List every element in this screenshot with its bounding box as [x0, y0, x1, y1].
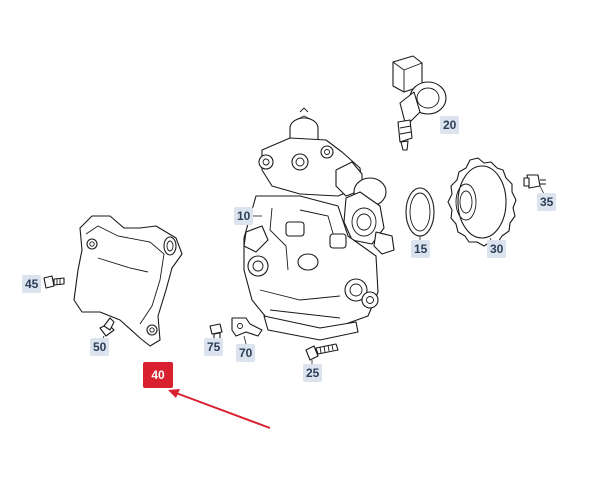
- callout-40-highlighted[interactable]: 40: [143, 362, 173, 388]
- part-70-bracket[interactable]: [231, 317, 263, 345]
- part-45-bolt[interactable]: [43, 275, 65, 289]
- part-40-bracket[interactable]: [73, 215, 183, 347]
- part-35-bolt[interactable]: [523, 174, 546, 197]
- part-25-bolt[interactable]: [305, 343, 339, 366]
- callout-45[interactable]: 45: [22, 275, 42, 293]
- callout-75[interactable]: 75: [204, 338, 224, 356]
- part-20-sensor[interactable]: [392, 55, 447, 151]
- callout-70[interactable]: 70: [236, 344, 256, 362]
- callout-15[interactable]: 15: [411, 240, 431, 258]
- part-30-sprocket[interactable]: [447, 157, 517, 247]
- callout-20[interactable]: 20: [440, 116, 460, 134]
- highlight-arrow: [168, 389, 271, 429]
- callout-50[interactable]: 50: [90, 338, 110, 356]
- callout-10[interactable]: 10: [234, 207, 254, 225]
- part-10-pump[interactable]: [243, 107, 395, 341]
- part-50-bolt[interactable]: [99, 317, 115, 341]
- callout-25[interactable]: 25: [303, 364, 323, 382]
- part-15-oring[interactable]: [405, 187, 435, 244]
- callout-35[interactable]: 35: [537, 193, 557, 211]
- callout-30[interactable]: 30: [487, 240, 507, 258]
